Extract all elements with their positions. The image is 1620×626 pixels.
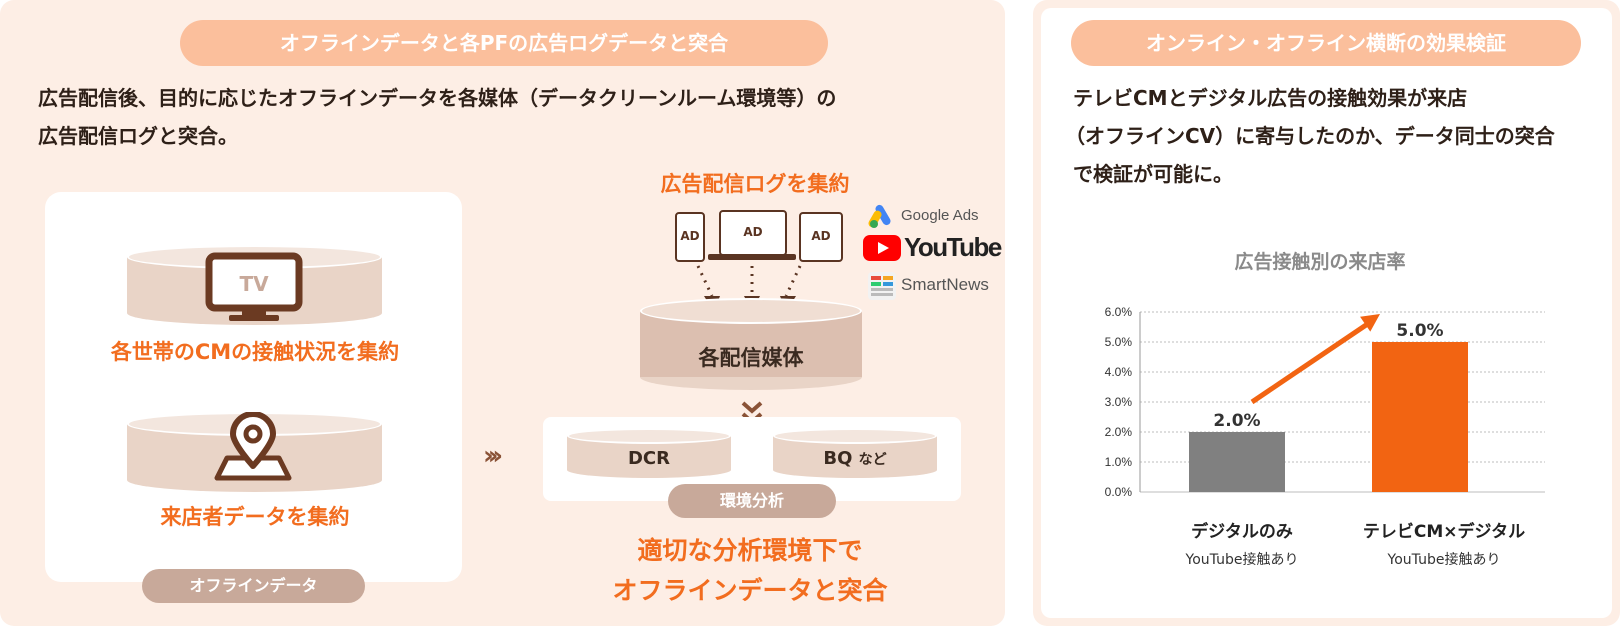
chart-title: 広告接触別の来店率 (1234, 251, 1406, 273)
google-ads-icon (868, 204, 891, 228)
y-tick-label: 0.0% (1105, 485, 1133, 499)
bq-suffix-label: など (858, 452, 887, 468)
tablet-ad-icon: AD (799, 212, 843, 262)
bq-database: BQ など (773, 428, 937, 478)
smartphone-ad-icon: AD (675, 212, 705, 262)
category-label-tv-digital: テレビCM×デジタル (1362, 522, 1526, 542)
device-ad-text: AD (743, 225, 763, 239)
smartnews-icon (868, 272, 896, 300)
laptop-ad-icon: AD (719, 210, 787, 256)
bar-value-label: 2.0% (1213, 411, 1260, 431)
right-panel-inner (1041, 8, 1612, 618)
category-sub-digital-only: YouTube接触あり (1185, 552, 1299, 568)
visitor-data-label: 来店者データを集約 (160, 505, 350, 529)
youtube-icon (863, 235, 901, 261)
trend-arrow-head (1360, 314, 1380, 332)
youtube-label: YouTube (904, 232, 1002, 262)
trend-arrow-line (1250, 318, 1374, 405)
right-panel-title: オンライン・オフライン横断の効果検証 (1071, 20, 1581, 66)
y-tick-label: 6.0% (1105, 305, 1133, 319)
media-database: 各配信媒体 (640, 298, 862, 390)
right-arrow-chevrons: ››› (483, 441, 503, 471)
left-lead-line2: 広告配信ログと突合。 (38, 124, 238, 148)
cm-contact-label: 各世帯のCMの接触状況を集約 (110, 340, 400, 364)
dcr-database: DCR (567, 428, 731, 478)
bar (1372, 342, 1468, 492)
left-panel-title: オフラインデータと各PFの広告ログデータと突合 (180, 20, 828, 66)
y-tick-label: 4.0% (1105, 365, 1133, 379)
media-database-label: 各配信媒体 (698, 346, 804, 370)
y-tick-label: 5.0% (1105, 335, 1133, 349)
y-tick-label: 3.0% (1105, 395, 1133, 409)
ad-log-title: 広告配信ログを集約 (660, 172, 850, 196)
right-lead-line3: で検証が可能に。 (1073, 162, 1233, 186)
bar (1189, 432, 1285, 492)
category-sub-tv-digital: YouTube接触あり (1387, 552, 1501, 568)
bq-label: BQ など (773, 448, 937, 469)
laptop-base (708, 254, 796, 260)
right-lead-line2: （オフラインCV）に寄与したのか、データ同士の突合 (1065, 124, 1555, 148)
smartnews-label: SmartNews (901, 275, 989, 294)
category-label-digital-only: デジタルのみ (1191, 522, 1293, 542)
right-panel (1033, 0, 1620, 626)
y-tick-label: 2.0% (1105, 425, 1133, 439)
device-ad-text: AD (811, 229, 831, 243)
left-lead-line1: 広告配信後、目的に応じたオフラインデータを各媒体（データクリーンルーム環境等）の (38, 86, 837, 110)
conclusion-line2: オフラインデータと突合 (612, 576, 888, 605)
analysis-environment-tag: 環境分析 (668, 484, 836, 518)
map-pin-icon (214, 412, 292, 481)
tv-icon-text: TV (239, 272, 269, 296)
offline-data-tag: オフラインデータ (142, 569, 365, 603)
bar-value-label: 5.0% (1396, 321, 1443, 341)
dcr-label: DCR (627, 448, 670, 469)
bar-chart: 0.0% 1.0% 2.0% 3.0% 4.0% 5.0% 6.0% 2.0% 5.0% (1105, 305, 1545, 499)
bq-main-label: BQ (823, 448, 853, 469)
conclusion-line1: 適切な分析環境下で (637, 536, 863, 565)
y-tick-label: 1.0% (1105, 455, 1133, 469)
google-ads-label: Google Ads (901, 207, 979, 224)
tv-icon: TV (205, 252, 303, 321)
right-lead-line1: テレビCMとデジタル広告の接触効果が来店 (1073, 86, 1468, 110)
device-ad-text: AD (680, 229, 700, 243)
